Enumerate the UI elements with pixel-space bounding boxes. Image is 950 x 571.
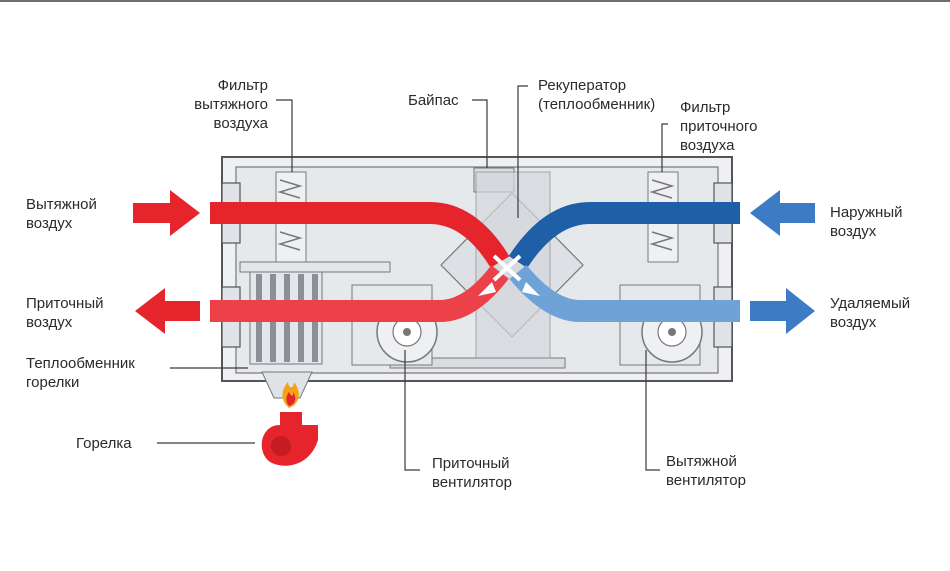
label-removed-air: Удаляемый воздух <box>830 294 910 332</box>
label-line: вентилятор <box>432 474 512 491</box>
label-line: Наружный <box>830 204 903 221</box>
label-line: воздуха <box>680 137 735 154</box>
label-line: воздух <box>26 314 73 331</box>
label-bypass: Байпас <box>408 91 459 110</box>
supply-fan <box>351 284 438 366</box>
flame-icon <box>282 382 299 408</box>
exhaust-air-in-arrow <box>133 190 200 236</box>
label-line: воздух <box>26 215 73 232</box>
label-exhaust-filter: Фильтр вытяжного воздуха <box>168 76 268 133</box>
label-line: Удаляемый <box>830 295 911 312</box>
label-line: Фильтр <box>680 99 731 116</box>
exhaust-fan <box>619 284 703 366</box>
outdoor-air-flow <box>508 202 740 269</box>
removed-air-out-arrow <box>750 288 815 334</box>
supply-air-flow <box>210 265 509 322</box>
label-line: вентилятор <box>666 472 746 489</box>
label-line: Вытяжной <box>666 453 737 470</box>
label-line: Приточный <box>26 295 104 312</box>
label-line: воздух <box>830 223 877 240</box>
label-line: воздуха <box>213 115 268 132</box>
label-line: горелки <box>26 374 80 391</box>
leader-lines <box>157 85 668 471</box>
label-exhaust-air-in: Вытяжной воздух <box>26 195 97 233</box>
label-line: Приточный <box>432 455 510 472</box>
label-line: Байпас <box>408 92 459 109</box>
removed-air-flow <box>509 264 740 322</box>
label-burner-exchanger: Теплообменник горелки <box>26 354 135 392</box>
supply-air-out-arrow <box>135 288 200 334</box>
label-line: Горелка <box>76 435 132 452</box>
label-outdoor-air: Наружный воздух <box>830 203 903 241</box>
label-supply-fan: Приточный вентилятор <box>432 454 512 492</box>
label-line: Вытяжной <box>26 196 97 213</box>
burner <box>261 412 318 466</box>
label-line: приточного <box>680 118 758 135</box>
label-line: вытяжного <box>194 96 268 113</box>
label-line: Теплообменник <box>26 355 135 372</box>
exhaust-air-flow <box>210 202 510 268</box>
label-supply-filter: Фильтр приточного воздуха <box>680 98 757 155</box>
label-line: Рекуператор <box>538 77 627 94</box>
label-exhaust-fan: Вытяжной вентилятор <box>666 452 746 490</box>
flow-cross-mark <box>478 254 540 296</box>
label-line: (теплообменник) <box>538 96 656 113</box>
label-line: Фильтр <box>217 77 268 94</box>
label-burner: Горелка <box>76 434 132 453</box>
label-recuperator: Рекуператор (теплообменник) <box>538 76 655 114</box>
label-line: воздух <box>830 314 877 331</box>
label-supply-air-out: Приточный воздух <box>26 294 103 332</box>
top-border <box>0 0 950 2</box>
outdoor-air-in-arrow <box>750 190 815 236</box>
